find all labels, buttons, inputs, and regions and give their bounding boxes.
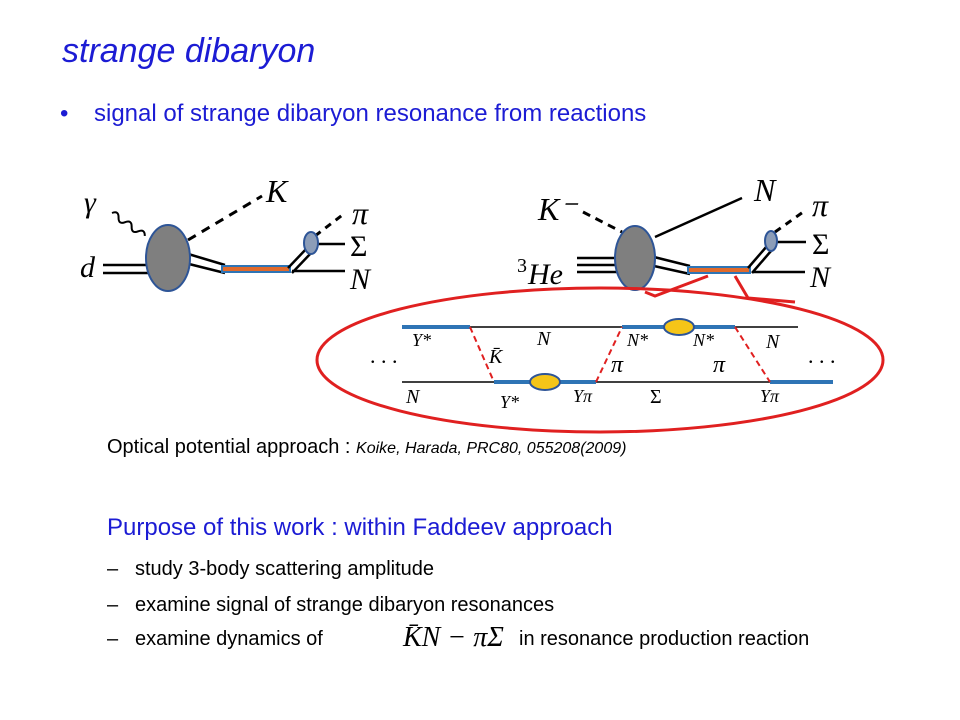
diagram-photon-deuteron [103,194,346,292]
kaon-line [187,194,263,242]
out-line-1 [184,251,226,267]
diagram-kaon-helium [577,196,807,291]
bullet-item: • signal of strange dibaryon resonance fr… [60,100,646,128]
zoom-callout [315,274,885,434]
interaction-blob [614,225,656,291]
pion-line [774,208,807,234]
label-helium-mass: 3 [517,255,527,277]
pion-exchange-line-1 [595,326,623,383]
zoom-label-y-star-bottom: Y* [500,392,519,412]
zoom-label-n-bottom: N [405,386,421,408]
list-item-text: study 3-body scattering amplitude [135,558,435,580]
decay-vertex [764,230,778,252]
list-item: –examine dynamics of K̄N − πΣ in resonan… [107,622,809,653]
label-kaon: K [265,173,289,209]
zoom-ellipse [315,286,885,434]
zoom-label-sigma: Σ [650,386,662,408]
pion-exchange-line-2 [734,326,771,383]
pion-line [314,211,346,238]
zoom-label-pi-1: π [611,352,624,378]
kbar-exchange-line [469,326,495,383]
label-pion: π [352,195,369,231]
zoom-label-n-right: N [765,331,781,353]
resonance-propagator [687,266,751,274]
rise-line-2 [291,251,313,274]
nucleon-out-line [654,196,743,239]
zoom-label-kbar: K̄ [488,346,504,368]
list-dash: – [107,594,119,616]
list-dash: – [107,628,119,650]
yellow-vertex-top [663,318,695,336]
list-item: –study 3-body scattering amplitude [107,558,434,581]
zoom-label-y-star-top: Y* [412,330,431,350]
yellow-vertex-bottom [529,373,561,391]
rise-line-2 [751,250,772,274]
label-deuteron: d [80,251,96,284]
interaction-blob [145,224,191,292]
zoom-label-pi-2: π [713,352,726,378]
kaon-minus-line [582,210,623,234]
label-nucleon: N [349,263,372,296]
decay-vertex [303,231,319,255]
rise-line-1 [287,246,309,269]
label-nucleon: N [809,261,832,294]
zoom-dots-right: . . . [808,343,836,368]
zoom-label-n-top: N [536,328,552,350]
label-sigma: Σ [350,230,367,263]
label-photon: γ [84,186,97,219]
out-line-2 [184,261,226,275]
label-sigma: Σ [812,228,829,261]
list-item: –examine signal of strange dibaryon reso… [107,594,554,617]
zoom-label-n-star-1: N* [626,330,648,350]
list-item-text-before: examine dynamics of [135,628,323,650]
bullet-marker: • [60,100,69,127]
list-dash: – [107,558,119,580]
optical-reference: Koike, Harada, PRC80, 055208(2009) [356,440,627,457]
zoom-label-y-pi-2: Yπ [760,386,780,406]
photon-line [111,211,146,236]
out-line-1 [653,255,691,268]
optical-label: Optical potential approach : [107,436,357,458]
page-title: strange dibaryon [62,32,316,70]
list-item-text-after: in resonance production reaction [519,628,810,650]
formula-kbar-n-pi-sigma: K̄N − πΣ [403,622,504,653]
label-kaon-minus: K⁻ [537,191,578,227]
label-pion: π [812,187,829,223]
purpose-heading: Purpose of this work : within Faddeev ap… [107,514,613,541]
optical-potential-line: Optical potential approach : Koike, Hara… [107,436,626,459]
label-nucleon-out: N [753,172,777,208]
zoom-label-y-pi-1: Yπ [573,386,593,406]
resonance-propagator [221,265,291,273]
rise-line-1 [747,245,768,269]
bullet-text: signal of strange dibaryon resonance fro… [94,100,647,127]
out-line-2 [653,264,691,276]
zoom-dots-left: . . . [370,343,398,368]
label-helium: He [527,258,563,291]
list-item-text: examine signal of strange dibaryon reson… [135,594,555,616]
zoom-label-n-star-2: N* [692,330,714,350]
